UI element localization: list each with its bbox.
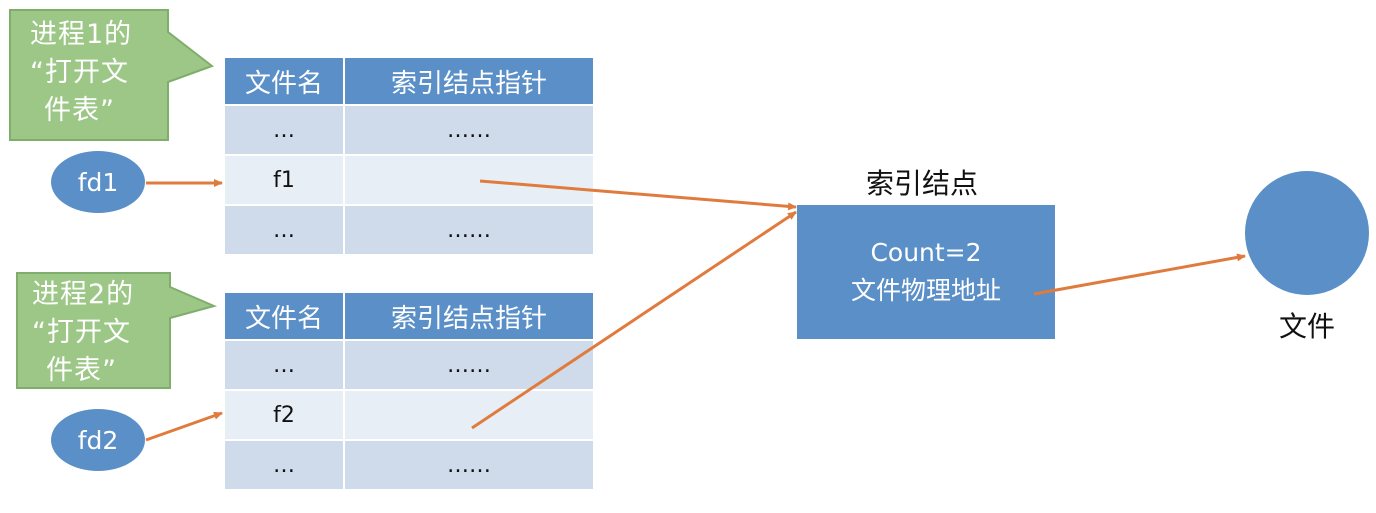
callout-process1-line3: 件表” [44, 95, 115, 126]
index-node-address: 文件物理地址 [850, 276, 1001, 305]
table-cell: …… [343, 104, 595, 156]
table-header-row: 文件名 索引结点指针 [223, 56, 595, 106]
table-cell: … [223, 439, 345, 491]
table-cell: …… [343, 339, 595, 391]
arrow-index-node-to-file [1033, 253, 1246, 296]
fd2-label: fd2 [77, 425, 119, 455]
header-inode-pointer: 索引结点指针 [343, 56, 595, 106]
fd2-oval: fd2 [51, 409, 145, 471]
arrow-fd2-to-f2 [145, 411, 223, 442]
file-label: 文件 [1278, 310, 1335, 343]
open-file-table-2: 文件名 索引结点指针 … …… f2 … …… [223, 291, 595, 491]
table-row: … …… [223, 104, 595, 156]
table-cell [343, 154, 595, 206]
index-node-box: Count=2 文件物理地址 [797, 205, 1055, 339]
table-row: f1 [223, 154, 595, 206]
callout-process1-line2: “打开文 [30, 57, 129, 88]
table-cell: … [223, 104, 345, 156]
fd1-oval: fd1 [51, 151, 145, 213]
table-cell: …… [343, 439, 595, 491]
callout-process2-line3: 件表” [46, 355, 117, 386]
table-row: … …… [223, 439, 595, 491]
table-row: … …… [223, 339, 595, 391]
table-cell: …… [343, 204, 595, 256]
table-cell: f2 [223, 389, 345, 441]
header-inode-pointer: 索引结点指针 [343, 291, 595, 341]
table-cell: … [223, 204, 345, 256]
table-row: f2 [223, 389, 595, 441]
table-cell: f1 [223, 154, 345, 206]
index-node-title: 索引结点 [865, 167, 978, 200]
table-cell: … [223, 339, 345, 391]
fd1-label: fd1 [77, 167, 119, 197]
callout-process2-line2: “打开文 [32, 317, 131, 348]
callout-process2-line1: 进程2的 [32, 279, 135, 310]
callout-process1: 进程1的 “打开文 件表” [30, 16, 170, 130]
callout-process2: 进程2的 “打开文 件表” [32, 276, 172, 390]
header-filename: 文件名 [223, 56, 345, 106]
open-file-table-1: 文件名 索引结点指针 … …… f1 … …… [223, 56, 595, 256]
table-row: … …… [223, 204, 595, 256]
table-cell [343, 389, 595, 441]
callout-process1-line1: 进程1的 [30, 19, 133, 50]
table-header-row: 文件名 索引结点指针 [223, 291, 595, 341]
index-node-count: Count=2 [870, 238, 982, 267]
file-circle [1245, 171, 1369, 295]
header-filename: 文件名 [223, 291, 345, 341]
